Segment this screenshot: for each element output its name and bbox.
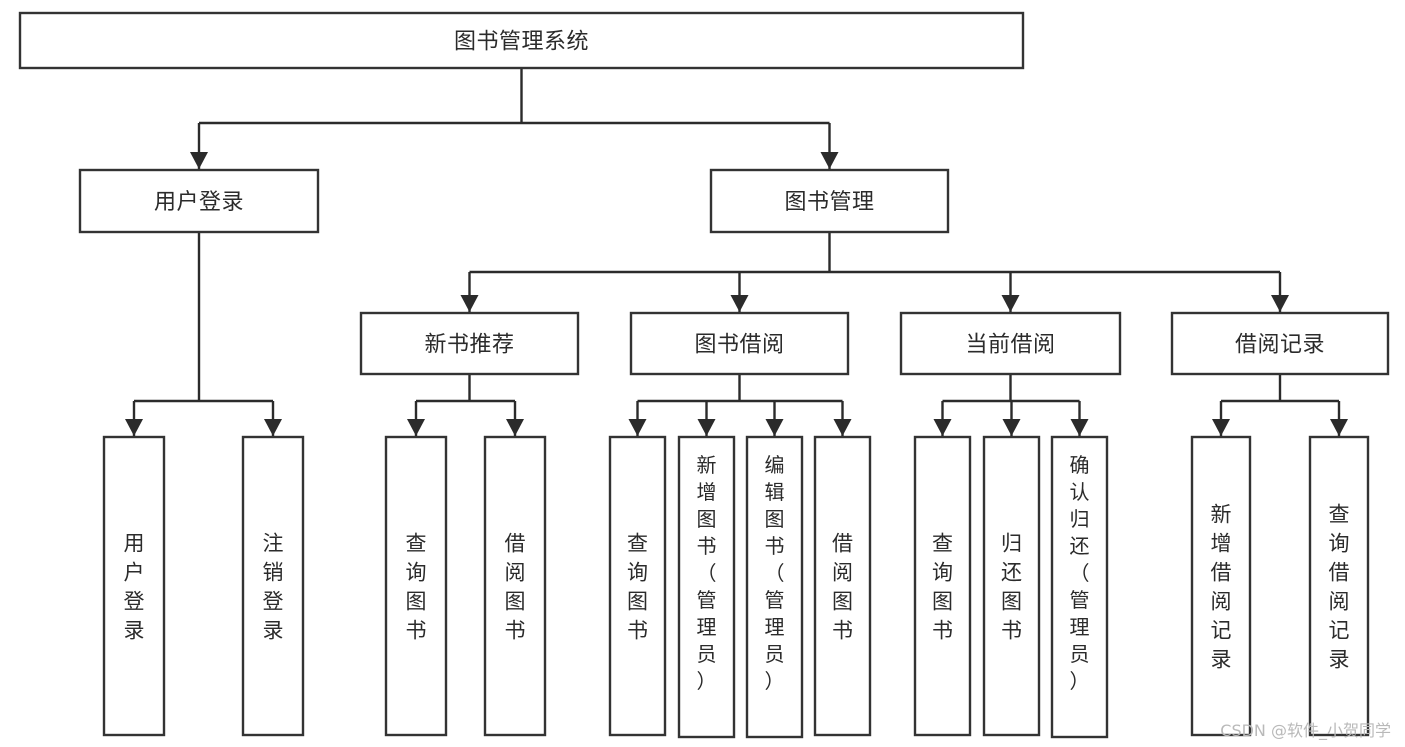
node-label-leaf-user-login: 用户登录 [124,532,145,643]
node-book-manage[interactable]: 图书管理 [709,168,950,234]
node-box-leaf-edit-book [745,435,804,739]
node-new-book-recommend[interactable]: 新书推荐 [359,311,580,376]
arrow-head [933,419,952,436]
arrow-head [190,152,208,169]
node-label-user-login: 用户登录 [154,190,244,215]
arrow-head [264,419,282,436]
node-label-leaf-edit-book: 编辑图书（管理员） [765,453,785,693]
node-leaf-user-logout[interactable]: 注销登录 [241,435,305,737]
node-label-leaf-user-logout: 注销登录 [263,532,284,643]
node-box-leaf-query-book-1 [384,435,448,737]
node-label-current-borrow: 当前借阅 [965,333,1055,358]
node-label-borrow-record: 借阅记录 [1235,333,1325,358]
node-box-leaf-confirm-return [1050,435,1109,739]
node-box-borrow-record [1170,311,1390,376]
node-leaf-add-book[interactable]: 新增图书（管理员） [677,435,736,739]
node-leaf-add-record[interactable]: 新增借阅记录 [1190,435,1252,737]
arrow-head [1212,419,1230,436]
node-box-leaf-borrow-book-2 [813,435,872,737]
arrow-head [765,419,784,436]
node-box-leaf-query-book-2 [608,435,667,737]
node-layer: 图书管理系统用户登录图书管理新书推荐图书借阅当前借阅借阅记录用户登录注销登录查询… [18,11,1390,739]
node-box-leaf-return-book [982,435,1041,737]
arrow-head [407,419,425,436]
node-leaf-borrow-book-2[interactable]: 借阅图书 [813,435,872,737]
node-leaf-query-record[interactable]: 查询借阅记录 [1308,435,1370,737]
node-box-leaf-user-logout [241,435,305,737]
node-leaf-user-login[interactable]: 用户登录 [102,435,166,737]
node-leaf-query-book-3[interactable]: 查询图书 [913,435,972,737]
node-label-leaf-query-book-1: 查询图书 [406,532,427,643]
node-borrow-record[interactable]: 借阅记录 [1170,311,1390,376]
node-label-leaf-query-record: 查询借阅记录 [1329,503,1350,672]
node-label-new-book-recommend: 新书推荐 [424,333,514,358]
node-label-leaf-add-book: 新增图书（管理员） [697,453,717,693]
arrow-head [125,419,143,436]
node-label-leaf-borrow-book-1: 借阅图书 [505,532,526,643]
node-label-book-borrow: 图书借阅 [694,333,784,358]
node-box-leaf-add-book [677,435,736,739]
node-root[interactable]: 图书管理系统 [18,11,1025,70]
node-box-leaf-query-book-3 [913,435,972,737]
node-label-leaf-query-book-3: 查询图书 [932,532,953,643]
node-leaf-query-book-2[interactable]: 查询图书 [608,435,667,737]
node-box-leaf-borrow-book-1 [483,435,547,737]
node-leaf-query-book-1[interactable]: 查询图书 [384,435,448,737]
arrow-head [1001,295,1020,312]
arrow-head [697,419,716,436]
node-leaf-confirm-return[interactable]: 确认归还（管理员） [1050,435,1109,739]
arrow-head [1002,419,1021,436]
arrow-head [820,152,839,169]
node-leaf-borrow-book-1[interactable]: 借阅图书 [483,435,547,737]
node-leaf-return-book[interactable]: 归还图书 [982,435,1041,737]
arrow-head [1271,295,1289,312]
node-box-leaf-add-record [1190,435,1252,737]
arrow-head [460,295,479,312]
node-label-root: 图书管理系统 [454,30,589,55]
node-box-book-manage [709,168,950,234]
node-box-user-login [78,168,320,234]
node-box-new-book-recommend [359,311,580,376]
node-current-borrow[interactable]: 当前借阅 [899,311,1122,376]
node-box-root [18,11,1025,70]
node-box-leaf-query-record [1308,435,1370,737]
node-label-leaf-borrow-book-2: 借阅图书 [832,532,853,643]
arrow-head [730,295,749,312]
csdn-watermark: CSDN @软件_小贺同学 [1220,721,1391,740]
arrow-head [1070,419,1089,436]
node-user-login[interactable]: 用户登录 [78,168,320,234]
node-label-leaf-query-book-2: 查询图书 [627,532,648,643]
arrow-head [1330,419,1348,436]
node-label-leaf-confirm-return: 确认归还（管理员） [1070,453,1090,693]
arrow-head [506,419,524,436]
arrow-head [833,419,852,436]
node-label-leaf-return-book: 归还图书 [1001,532,1022,643]
arrow-head [628,419,647,436]
node-book-borrow[interactable]: 图书借阅 [629,311,850,376]
node-box-current-borrow [899,311,1122,376]
node-leaf-edit-book[interactable]: 编辑图书（管理员） [745,435,804,739]
node-box-book-borrow [629,311,850,376]
node-label-leaf-add-record: 新增借阅记录 [1211,503,1232,672]
node-label-book-manage: 图书管理 [784,190,874,215]
connector-layer [125,68,1348,436]
node-box-leaf-user-login [102,435,166,737]
